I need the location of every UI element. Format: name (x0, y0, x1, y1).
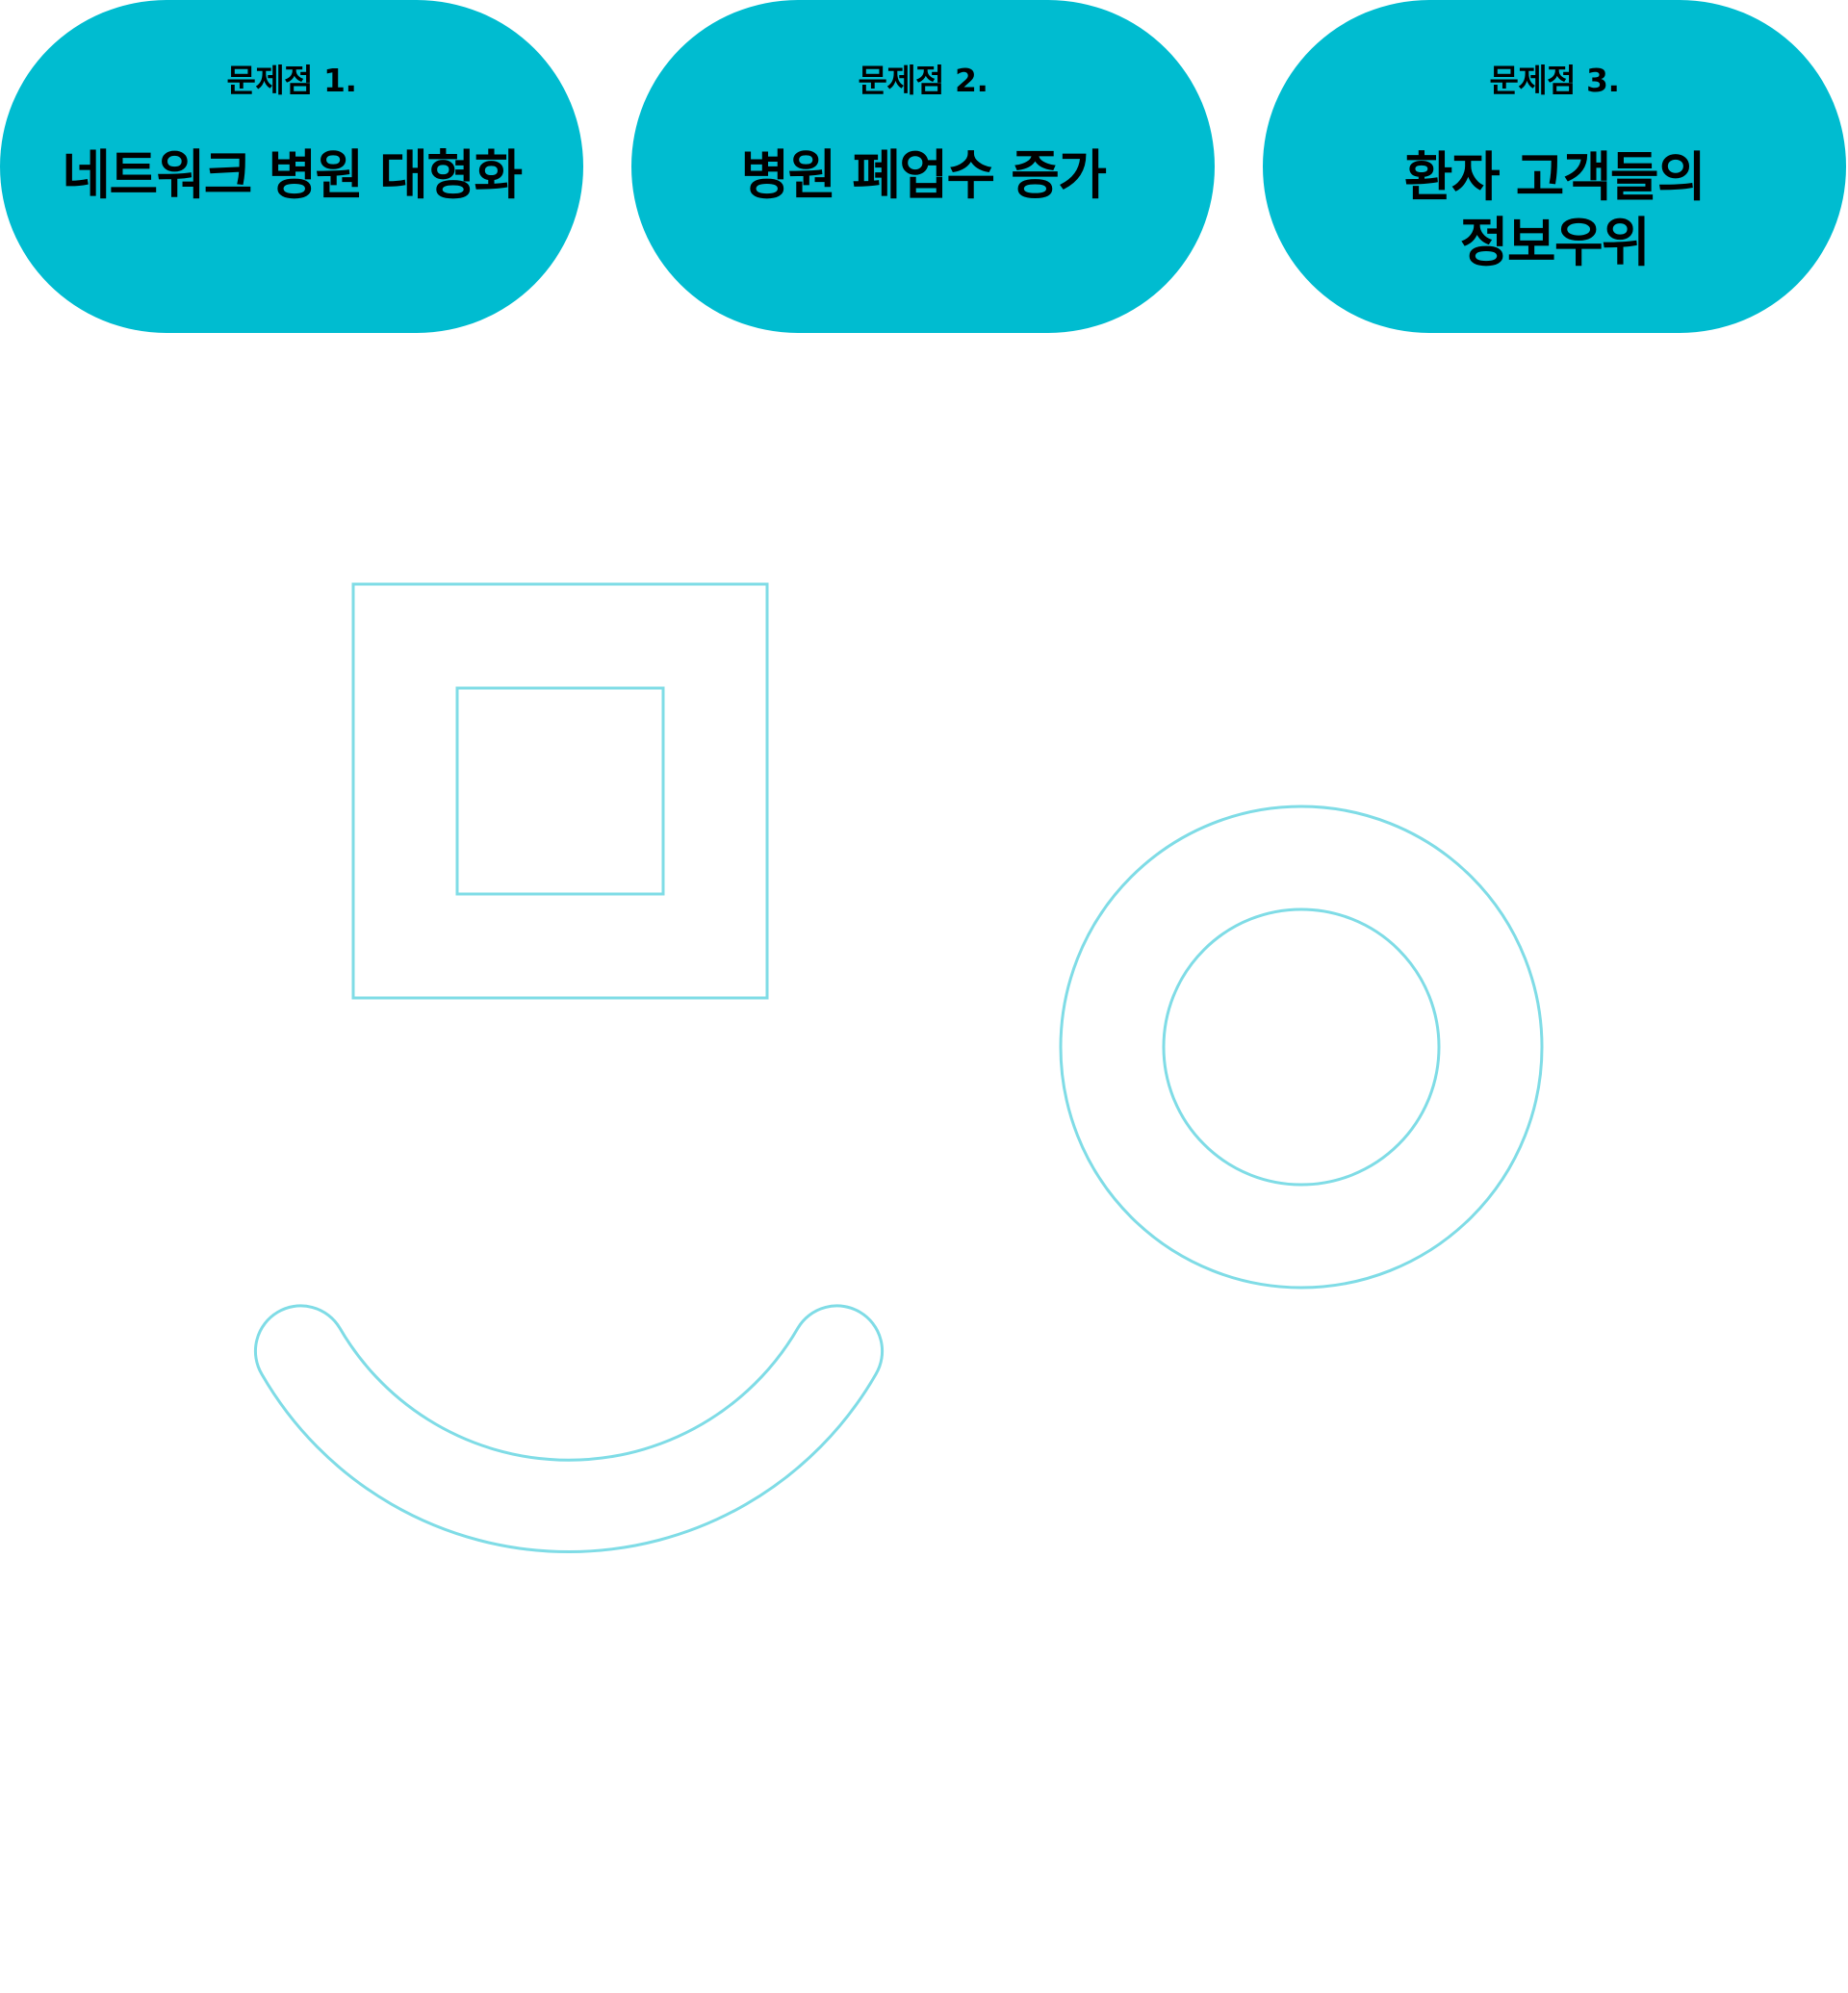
problem-label-3: 문제점 3. (1489, 62, 1620, 99)
problem-card-3: 문제점 3. 환자 고객들의 정보우위 (1263, 0, 1846, 333)
square-outline-icon (351, 582, 769, 1000)
problem-title-2: 병원 폐업수 증가 (740, 144, 1108, 206)
problem-label-1: 문제점 1. (226, 62, 357, 99)
square-outer-outline (351, 582, 769, 1000)
problem-title-3-line-1: 환자 고객들의 (1403, 146, 1707, 208)
problem-title-3-line-2: 정보우위 (1459, 212, 1651, 273)
problem-label-2: 문제점 2. (858, 62, 988, 99)
problem-title-1: 네트워크 병원 대형화 (62, 144, 523, 206)
circle-outer-outline (1059, 805, 1544, 1290)
smile-arc-icon (253, 1304, 885, 1553)
square-inner-outline (455, 686, 665, 896)
circle-inner-outline (1162, 907, 1441, 1187)
problem-card-1: 문제점 1. 네트워크 병원 대형화 (0, 0, 583, 333)
problem-card-2: 문제점 2. 병원 폐업수 증가 (631, 0, 1215, 333)
problem-title-3: 환자 고객들의 정보우위 (1263, 144, 1846, 275)
circle-outline-icon (1059, 805, 1544, 1290)
